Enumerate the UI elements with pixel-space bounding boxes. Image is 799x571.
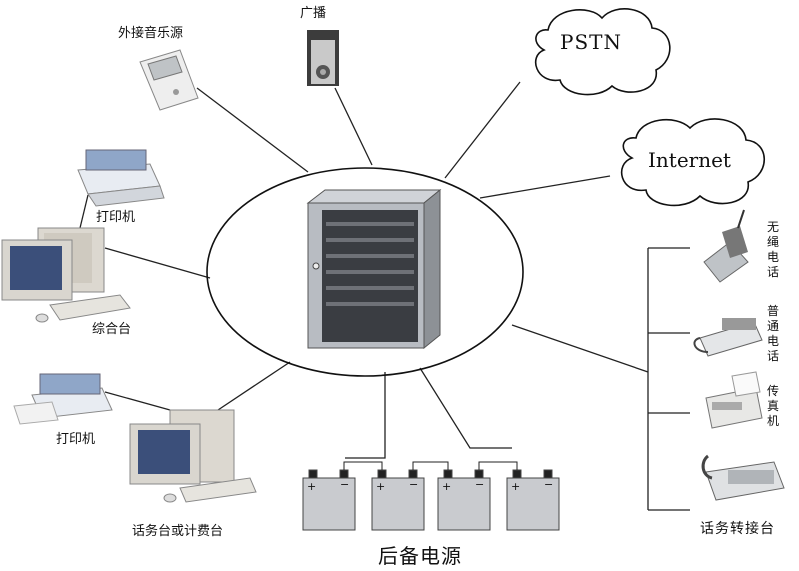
cordless-phone-icon bbox=[703, 209, 749, 283]
central-ellipse bbox=[206, 167, 524, 377]
link-power-left bbox=[345, 372, 386, 459]
fax-machine-icon bbox=[705, 371, 763, 429]
battery-4-plus: + bbox=[511, 480, 521, 493]
link-internet bbox=[479, 175, 611, 199]
battery-4-minus: − bbox=[544, 478, 554, 491]
label-internet: Internet bbox=[648, 148, 731, 172]
console-computer-icon bbox=[1, 227, 131, 323]
internet-cloud-icon bbox=[621, 118, 765, 207]
pstn-cloud-icon bbox=[534, 8, 671, 96]
operator-phone-icon bbox=[701, 454, 785, 501]
label-billing-console: 话务台或计费台 bbox=[132, 524, 224, 539]
battery-1-plus: + bbox=[307, 480, 317, 493]
battery-bank bbox=[302, 469, 560, 531]
battery-links bbox=[343, 461, 518, 470]
link-power-right bbox=[419, 367, 512, 449]
label-console: 综合台 bbox=[92, 322, 132, 337]
label-backup-power: 后备电源 bbox=[378, 544, 462, 568]
battery-3-plus: + bbox=[442, 480, 452, 493]
link-music bbox=[196, 87, 309, 173]
printer-bottom-icon bbox=[13, 373, 113, 425]
battery-2-icon bbox=[371, 477, 425, 531]
link-broadcast bbox=[334, 87, 373, 166]
link-console bbox=[104, 247, 211, 279]
link-printer-top bbox=[79, 194, 89, 229]
switch-cabinet-icon bbox=[306, 188, 442, 350]
battery-1-icon bbox=[302, 477, 356, 531]
printer-top-icon bbox=[77, 149, 165, 207]
label-broadcast: 广播 bbox=[300, 6, 327, 21]
battery-2-minus: − bbox=[409, 478, 419, 491]
music-player-icon bbox=[139, 49, 199, 111]
label-pstn: PSTN bbox=[560, 30, 622, 54]
label-cordless-phone: 无绳电话 bbox=[766, 220, 779, 279]
battery-1-minus: − bbox=[340, 478, 350, 491]
link-billing bbox=[214, 361, 291, 413]
speaker-icon bbox=[307, 30, 339, 86]
label-printer-bottom: 打印机 bbox=[56, 432, 96, 447]
label-external-music: 外接音乐源 bbox=[118, 26, 184, 41]
label-fax: 传真机 bbox=[766, 384, 779, 428]
desk-phone-icon bbox=[693, 318, 763, 357]
label-regular-phone: 普通电话 bbox=[766, 304, 779, 363]
battery-4-icon bbox=[506, 477, 560, 531]
connection-lines bbox=[79, 81, 690, 511]
link-extensions bbox=[511, 324, 649, 373]
battery-3-icon bbox=[437, 477, 491, 531]
billing-computer-icon bbox=[129, 409, 257, 503]
label-printer-top: 打印机 bbox=[96, 210, 136, 225]
battery-3-minus: − bbox=[475, 478, 485, 491]
battery-2-plus: + bbox=[376, 480, 386, 493]
label-operator-console: 话务转接台 bbox=[700, 521, 775, 537]
link-pstn bbox=[444, 81, 521, 179]
link-printer-bottom bbox=[104, 391, 171, 411]
